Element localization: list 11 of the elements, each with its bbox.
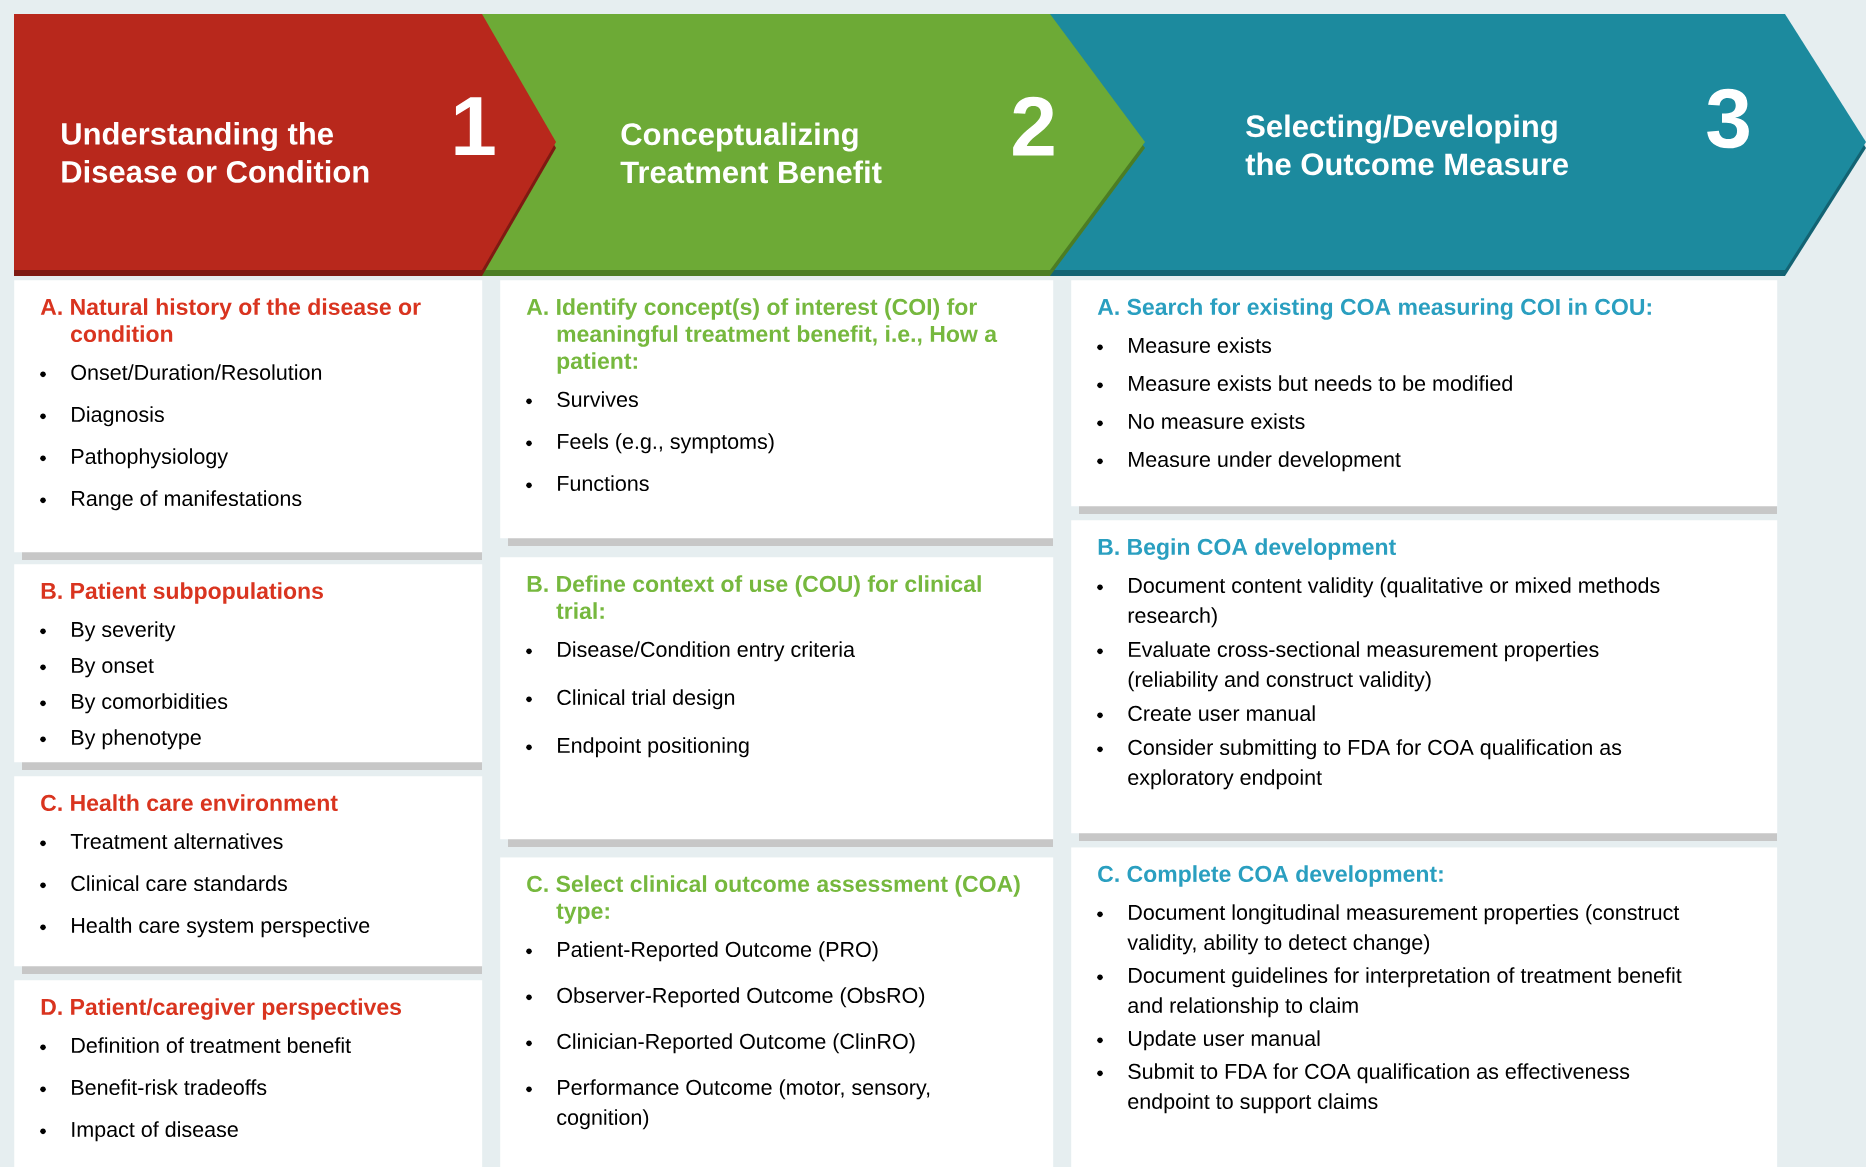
text-box: B. Begin COA development Document content validity (qualitative or mixed methods research) Evaluate cross-sectional measurement properties (reliability and construct validity) Create user manual Consider submitting to FDA for COA qualification as exploratory endpoint bbox=[1071, 520, 1778, 841]
text-box: C. Select clinical outcome assessment (COA) type: Patient-Reported Outcome (PRO) Observer-Reported Outcome (ObsRO) Clinician-Reported Outcome (ClinRO) Performance Outcome (motor, sensory, cognition) bbox=[500, 857, 1054, 1167]
text-box: B. Patient subpopulations By severity By onset By comorbidities By phenotype bbox=[14, 564, 483, 770]
text-box: A. Natural history of the disease or condition Onset/Duration/Resolution Diagnosis Pathophysiology Range of manifestations bbox=[14, 280, 483, 560]
text-box: C. Complete COA development: Document longitudinal measurement properties (construct validity, ability to detect change) Document guidelines for interpretation of treatment benefit and relationship to claim Update user manual Submit to FDA for COA qualification as effectiveness endpoint to support claims bbox=[1071, 847, 1778, 1167]
chevron-banner: Understanding the Disease or Condition 1 bbox=[14, 14, 556, 276]
text-box: D. Patient/caregiver perspectives Definition of treatment benefit Benefit-risk tradeoffs Impact of disease bbox=[14, 980, 483, 1167]
text-box: A. Identify concept(s) of interest (COI) for meaningful treatment benefit, i.e., How a patient: Survives Feels (e.g., symptoms) Functions bbox=[500, 280, 1054, 546]
text-box: C. Health care environment Treatment alternatives Clinical care standards Health care system perspective bbox=[14, 776, 483, 974]
text-box: A. Search for existing COA measuring COI in COU: Measure exists Measure exists but needs to be modified No measure exists Measure under development bbox=[1071, 280, 1778, 514]
text-box: B. Define context of use (COU) for clinical trial: Disease/Condition entry criteria Clinical trial design Endpoint positioning bbox=[500, 557, 1054, 847]
